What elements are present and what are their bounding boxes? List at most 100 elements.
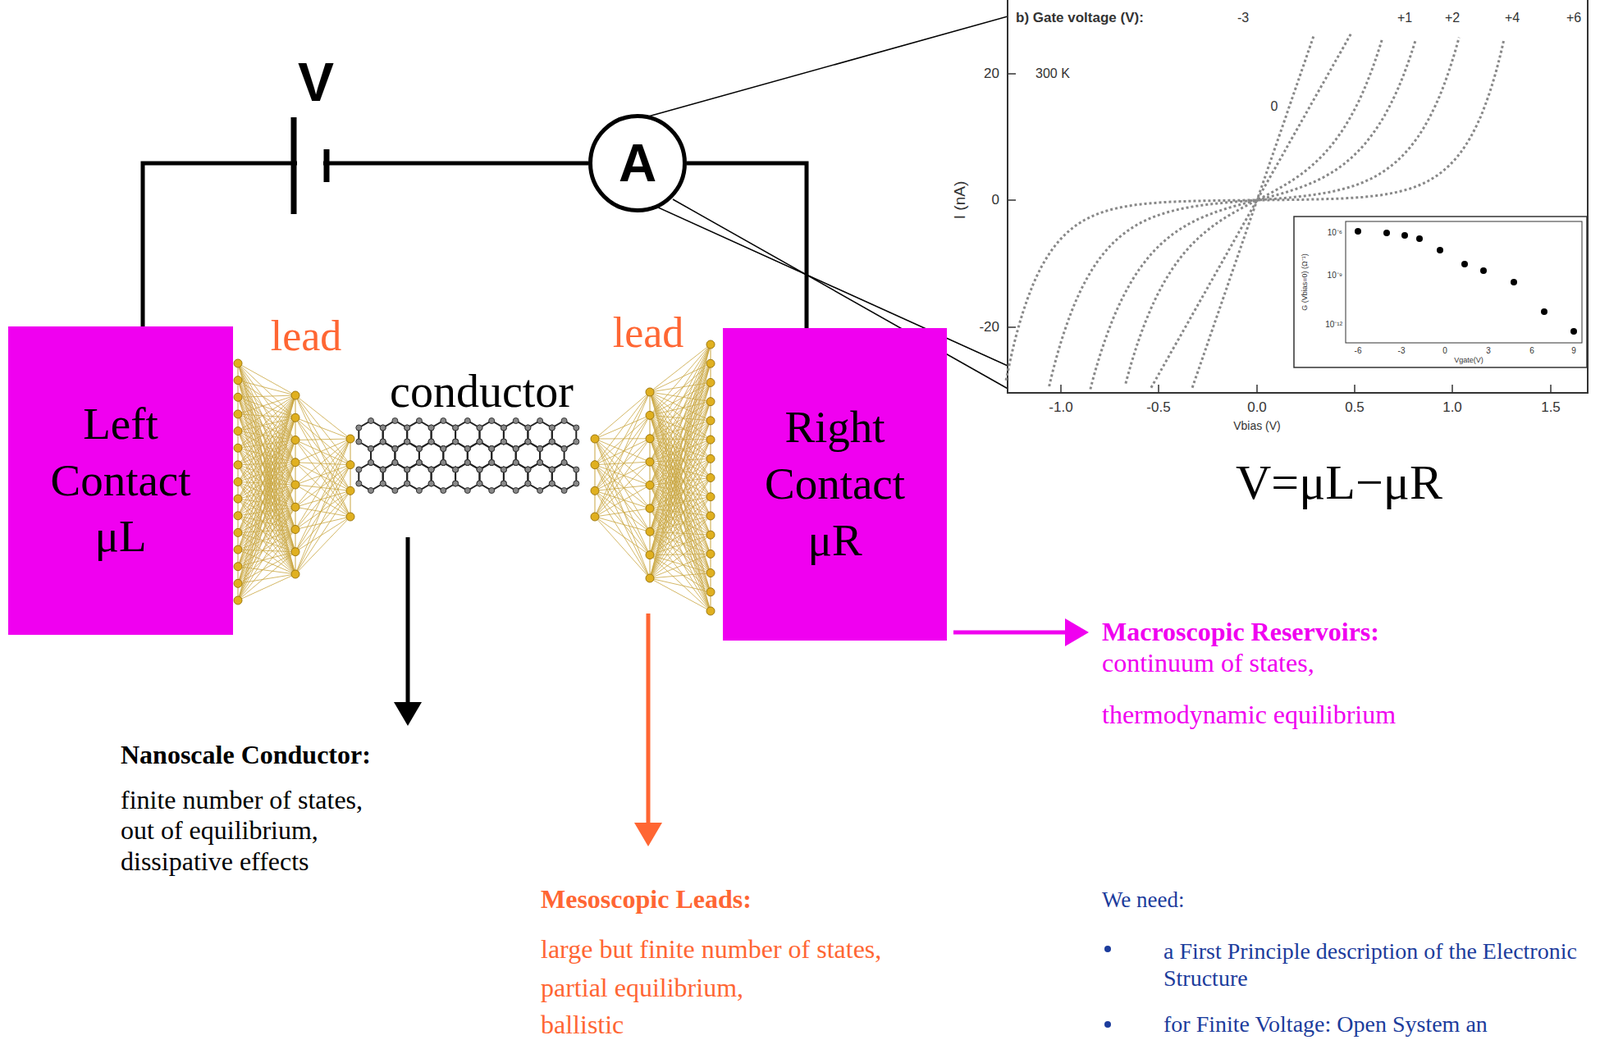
tube-atom [512,460,519,467]
tube-atom [561,446,567,453]
tube-atom [464,446,471,453]
lead-bond [594,438,650,517]
lead-bond [237,417,296,584]
tube-atom [548,438,555,445]
lead-atom [706,493,715,502]
tube-atom [548,438,555,445]
lead-atom [233,579,243,588]
lead-bond [237,417,296,567]
tube-atom [500,425,507,431]
lead-bond [649,420,711,556]
tube-atom [452,425,459,431]
lead-bond [237,530,296,567]
tube-atom [489,488,495,494]
tube-atom [500,466,507,473]
temperature-note: 300 K [1035,66,1070,82]
tube-atom [416,446,422,453]
lead-atom [346,486,355,495]
tube-atom [537,460,544,467]
bullet-text: a First Principle description of the Ele… [1163,937,1591,992]
tube-atom [428,438,435,445]
lead-atom [233,512,243,521]
lead-bond [295,417,351,465]
lead-bond [295,490,351,530]
tube-atom [379,438,386,445]
lead-atom [233,596,243,605]
tube-atom [404,438,411,445]
tick-label: 9 [1571,346,1577,356]
tube-atom [368,446,375,453]
lead-atom [590,434,599,444]
formula: V=μL−μR [1235,455,1443,510]
tube-atom [573,466,580,473]
lead-bond [594,415,650,491]
tube-atom [452,480,459,487]
tube-atom [476,438,483,445]
lead-atom [645,388,654,397]
tube-atom [379,438,386,445]
tube-atom [368,446,375,453]
tube-atom [428,438,435,445]
lead-bond [649,497,711,579]
lead-bond [594,392,650,517]
tube-atom [561,460,567,467]
tube-atom [404,480,411,487]
lead-bond [649,363,711,555]
lead-bond [237,462,296,601]
lead-bond [649,420,711,579]
tube-atom [452,438,459,445]
tube-atom [416,418,422,425]
lead-bond [594,415,650,465]
tube-atom [512,460,519,467]
tube-atom [548,425,555,431]
lead-bond [237,395,296,550]
tube-ring [383,462,408,491]
lead-bond [594,508,650,517]
tube-atom [464,446,471,453]
tube-atom [500,466,507,473]
lead-atom [233,478,243,487]
tube-atom [428,438,435,445]
lead-bond [594,438,650,492]
lead-atom [706,435,715,444]
tube-atom [464,418,471,425]
tube-atom [489,446,495,453]
tube-atom [392,418,398,425]
tube-atom [368,460,375,467]
lead-atom [291,480,300,490]
lead-bond [594,465,650,579]
tube-atom [561,460,567,467]
tube-atom [537,446,544,453]
tube-atom [537,460,544,467]
lead-atom [346,512,355,522]
tube-atom [452,480,459,487]
axis-title: I (nA) [951,181,970,220]
callout-heading: Macroscopic Reservoirs: [1101,617,1380,647]
lead-atom [590,461,599,470]
lead-atom [706,588,715,597]
tube-atom [489,446,495,453]
tube-atom [428,480,435,487]
tube-atom [379,466,386,473]
tube-atom [512,446,519,453]
lead-bond [649,363,711,509]
lead-bond [594,516,650,579]
tube-atom [392,446,398,453]
tube-atom [464,488,471,494]
leader-line [648,1,1061,117]
tube-atom [392,460,398,467]
lead-atom [706,512,715,521]
lead-atom [233,545,243,554]
tube-atom [573,425,580,431]
lead-bond [649,363,711,579]
curve-label: +6 [1566,10,1582,26]
callout-text: out of equilibrium, [120,816,319,846]
battery-gap [297,154,324,173]
lead-bond [237,440,296,567]
voltage-label: V [297,52,334,113]
tube-atom [416,446,422,453]
lead-bond [237,440,296,602]
lead-atom [706,607,715,616]
lead-bond [295,462,351,492]
tube-atom [476,466,483,473]
